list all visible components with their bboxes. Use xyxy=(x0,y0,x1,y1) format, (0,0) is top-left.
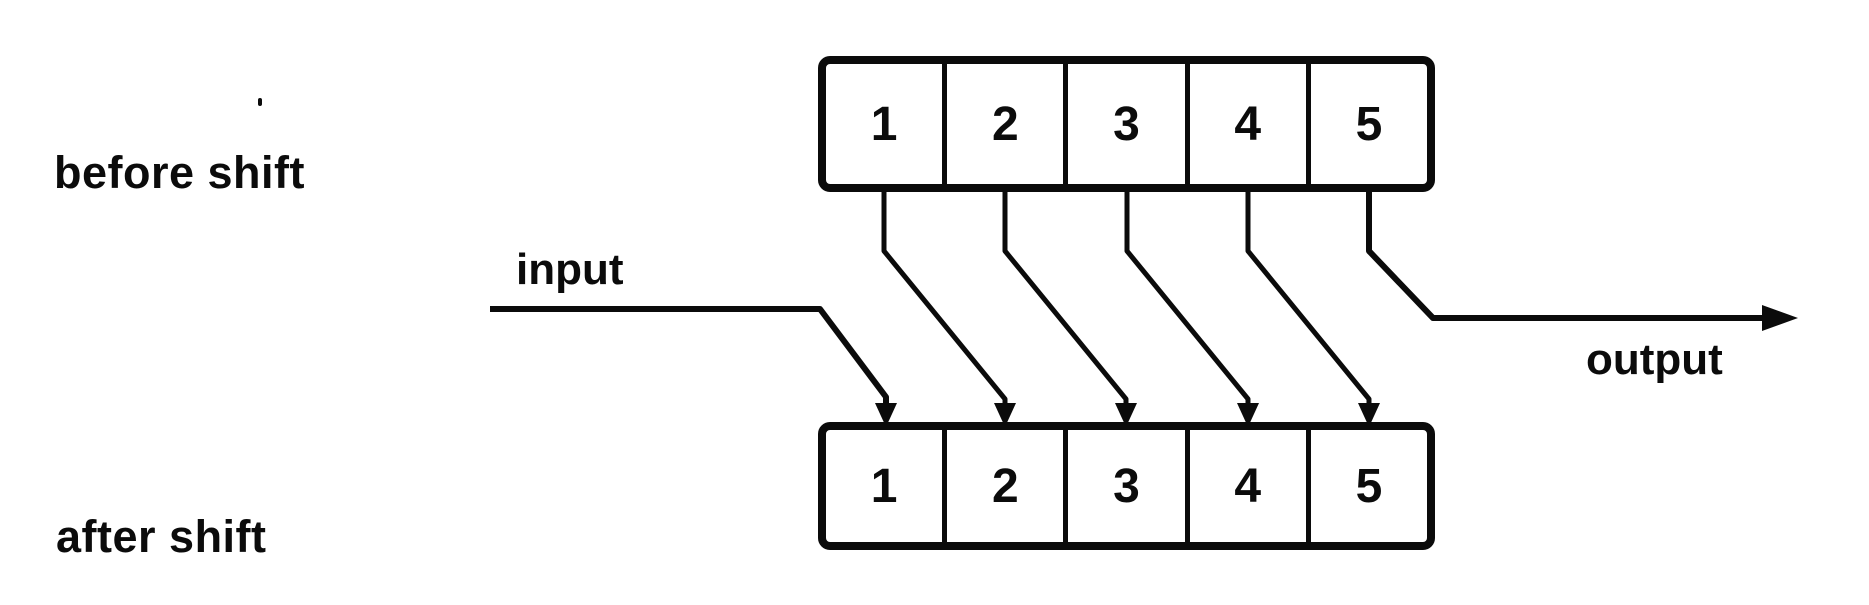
input-line xyxy=(490,306,889,407)
connector-cell4-to-cell5 xyxy=(1245,190,1372,407)
arrowhead-cell3-icon xyxy=(1115,403,1137,427)
output-label: output xyxy=(1586,335,1723,384)
before-shift-label: before shift xyxy=(54,147,306,198)
arrowhead-cell4-icon xyxy=(1237,403,1259,427)
output-line xyxy=(1366,190,1764,321)
after-shift-register: 1 2 3 4 5 xyxy=(818,422,1435,550)
before-cell-1: 1 xyxy=(826,64,948,184)
after-cell-3: 3 xyxy=(1068,430,1190,542)
print-artifact-dot xyxy=(258,98,262,106)
after-cell-1: 1 xyxy=(826,430,948,542)
after-cell-5: 5 xyxy=(1355,459,1383,513)
connector-cell3-to-cell4 xyxy=(1124,190,1251,407)
arrowhead-cell2-icon xyxy=(994,403,1016,427)
before-cell-4: 4 xyxy=(1190,64,1311,184)
output-arrowhead-icon xyxy=(1762,305,1798,331)
input-arrowhead-icon xyxy=(875,403,897,427)
before-cell-5: 5 xyxy=(1355,97,1383,151)
after-cell-2: 2 xyxy=(947,430,1069,542)
after-shift-label: after shift xyxy=(56,511,267,562)
input-label: input xyxy=(516,245,624,294)
connector-cell2-to-cell3 xyxy=(1002,190,1129,407)
arrowhead-cell5-icon xyxy=(1358,403,1380,427)
before-shift-register: 1 2 3 4 5 xyxy=(818,56,1435,192)
after-cell-4: 4 xyxy=(1190,430,1311,542)
connector-cell1-to-cell2 xyxy=(881,190,1008,407)
before-cell-3: 3 xyxy=(1068,64,1190,184)
before-cell-2: 2 xyxy=(947,64,1069,184)
